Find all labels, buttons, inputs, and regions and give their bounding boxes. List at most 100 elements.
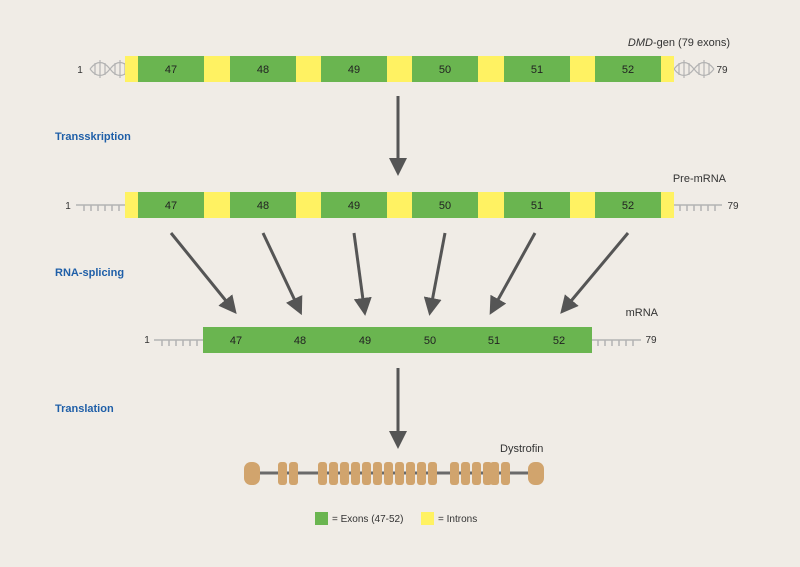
protein-repeat bbox=[373, 462, 382, 485]
exon-block bbox=[321, 192, 387, 218]
legend: = Exons (47-52) = Introns bbox=[315, 512, 477, 525]
protein-repeat bbox=[450, 462, 459, 485]
splicing-arrow bbox=[261, 232, 303, 316]
splicing-arrow bbox=[489, 232, 537, 315]
exon-label: 52 bbox=[622, 200, 634, 212]
rna-tail-right bbox=[592, 339, 641, 346]
step-label-translation: Translation bbox=[55, 403, 114, 415]
protein-repeat bbox=[289, 462, 298, 485]
exon-block bbox=[595, 56, 661, 82]
rna-tail-right bbox=[674, 204, 722, 211]
dna-helix-left bbox=[89, 60, 131, 78]
pre-mrna-bar: 47 48 49 50 51 52 bbox=[125, 192, 674, 218]
legend-intron-label: = Introns bbox=[438, 514, 477, 525]
protein-repeat bbox=[501, 462, 510, 485]
dna-strand-b bbox=[89, 61, 131, 77]
pre-mrna-row: Pre-mRNA 1 79 bbox=[65, 173, 739, 218]
protein-repeat bbox=[483, 462, 492, 485]
exon-label: 49 bbox=[348, 64, 360, 76]
exon-label: 50 bbox=[439, 64, 451, 76]
protein-domain bbox=[244, 462, 260, 485]
gene-end-label: 79 bbox=[716, 65, 728, 76]
splicing-arrow bbox=[423, 232, 447, 316]
exon-block bbox=[230, 192, 296, 218]
gene-start-label: 1 bbox=[77, 65, 83, 76]
exon-label: 48 bbox=[257, 200, 269, 212]
intron-background bbox=[125, 192, 674, 218]
exon-block bbox=[203, 327, 592, 353]
pre-mrna-title: Pre-mRNA bbox=[673, 173, 727, 185]
splicing-arrow bbox=[352, 232, 372, 316]
dna-helix-right bbox=[673, 60, 715, 78]
exon-block bbox=[412, 56, 478, 82]
exon-label: 49 bbox=[359, 335, 371, 347]
splicing-arrows bbox=[169, 232, 630, 316]
exon-label: 50 bbox=[439, 200, 451, 212]
protein-repeat bbox=[318, 462, 327, 485]
exon-block bbox=[321, 56, 387, 82]
legend-exon-label: = Exons (47-52) bbox=[332, 514, 403, 525]
protein-title: Dystrofin bbox=[500, 443, 543, 455]
protein-repeat bbox=[395, 462, 404, 485]
exon-label: 49 bbox=[348, 200, 360, 212]
legend-intron-swatch bbox=[421, 512, 434, 525]
mrna-start-label: 1 bbox=[144, 335, 150, 346]
protein-repeats bbox=[278, 462, 510, 485]
exon-block bbox=[230, 56, 296, 82]
exon-label: 47 bbox=[165, 64, 177, 76]
protein-domain bbox=[528, 462, 544, 485]
exon-block bbox=[138, 192, 204, 218]
protein-repeat bbox=[461, 462, 470, 485]
rna-tail-left bbox=[154, 339, 203, 346]
pre-mrna-end-label: 79 bbox=[727, 201, 739, 212]
dystrophin-protein-icon bbox=[244, 462, 544, 485]
mrna-bar: 47 48 49 50 51 52 bbox=[203, 327, 592, 353]
exon-block bbox=[595, 192, 661, 218]
protein-repeat bbox=[417, 462, 426, 485]
gene-bar: 47 48 49 50 51 52 bbox=[125, 56, 674, 82]
protein-repeat bbox=[384, 462, 393, 485]
exon-label: 52 bbox=[622, 64, 634, 76]
exon-label: 51 bbox=[531, 64, 543, 76]
mrna-title: mRNA bbox=[626, 307, 659, 319]
exon-block bbox=[504, 56, 570, 82]
protein-repeat bbox=[340, 462, 349, 485]
exon-label: 47 bbox=[165, 200, 177, 212]
rna-tail-left bbox=[76, 204, 125, 211]
protein-repeat bbox=[490, 462, 499, 485]
protein-repeat bbox=[472, 462, 481, 485]
mrna-row: mRNA 1 79 47 48 49 50 51 bbox=[144, 307, 659, 353]
protein-repeat bbox=[428, 462, 437, 485]
legend-exon-swatch bbox=[315, 512, 328, 525]
gene-title: DMD-gen (79 exons) bbox=[628, 37, 730, 49]
exon-block bbox=[504, 192, 570, 218]
splicing-arrow bbox=[169, 232, 237, 314]
gene-title-rest: -gen (79 exons) bbox=[653, 37, 730, 49]
exon-label: 50 bbox=[424, 335, 436, 347]
exon-label: 51 bbox=[531, 200, 543, 212]
mrna-end-label: 79 bbox=[645, 335, 657, 346]
step-label-transcription: Transskription bbox=[55, 131, 131, 143]
dna-strand-b bbox=[673, 61, 715, 77]
splicing-arrow bbox=[560, 232, 630, 314]
exon-label: 51 bbox=[488, 335, 500, 347]
exon-label: 52 bbox=[553, 335, 565, 347]
exon-label: 48 bbox=[294, 335, 306, 347]
pre-mrna-start-label: 1 bbox=[65, 201, 71, 212]
protein-repeat bbox=[406, 462, 415, 485]
step-label-splicing: RNA-splicing bbox=[55, 267, 124, 279]
dystrophin-row: Dystrofin bbox=[244, 443, 544, 485]
exon-block bbox=[138, 56, 204, 82]
protein-repeat bbox=[362, 462, 371, 485]
protein-repeat bbox=[351, 462, 360, 485]
intron-background bbox=[125, 56, 674, 82]
gene-row: DMD-gen (79 exons) 1 79 bbox=[77, 37, 730, 82]
exon-label: 47 bbox=[230, 335, 242, 347]
gene-title-italic: DMD bbox=[628, 37, 653, 49]
protein-repeat bbox=[329, 462, 338, 485]
exon-label: 48 bbox=[257, 64, 269, 76]
exon-block bbox=[412, 192, 478, 218]
protein-repeat bbox=[278, 462, 287, 485]
